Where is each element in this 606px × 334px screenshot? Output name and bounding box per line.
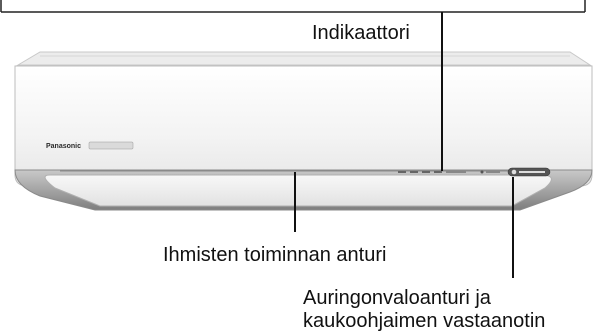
top-frame (0, 0, 586, 13)
sun-sensor-label-line1: Auringonvaloanturi ja (303, 287, 491, 309)
indicator-label: Indikaattori (312, 22, 410, 44)
indicator-lights (398, 170, 500, 174)
unit-top-panel (16, 51, 592, 66)
ac-unit: Panasonic (14, 51, 593, 211)
air-flap (44, 174, 552, 207)
sun-sensor-label-line2: kaukoohjaimen vastaanotin (303, 310, 546, 332)
econavi-badge (507, 167, 551, 177)
unit-front-panel (14, 65, 593, 187)
brand-logo: Panasonic (46, 141, 134, 150)
brand-logo-text: Panasonic (46, 143, 81, 150)
motion-sensor-label: Ihmisten toiminnan anturi (163, 244, 387, 266)
